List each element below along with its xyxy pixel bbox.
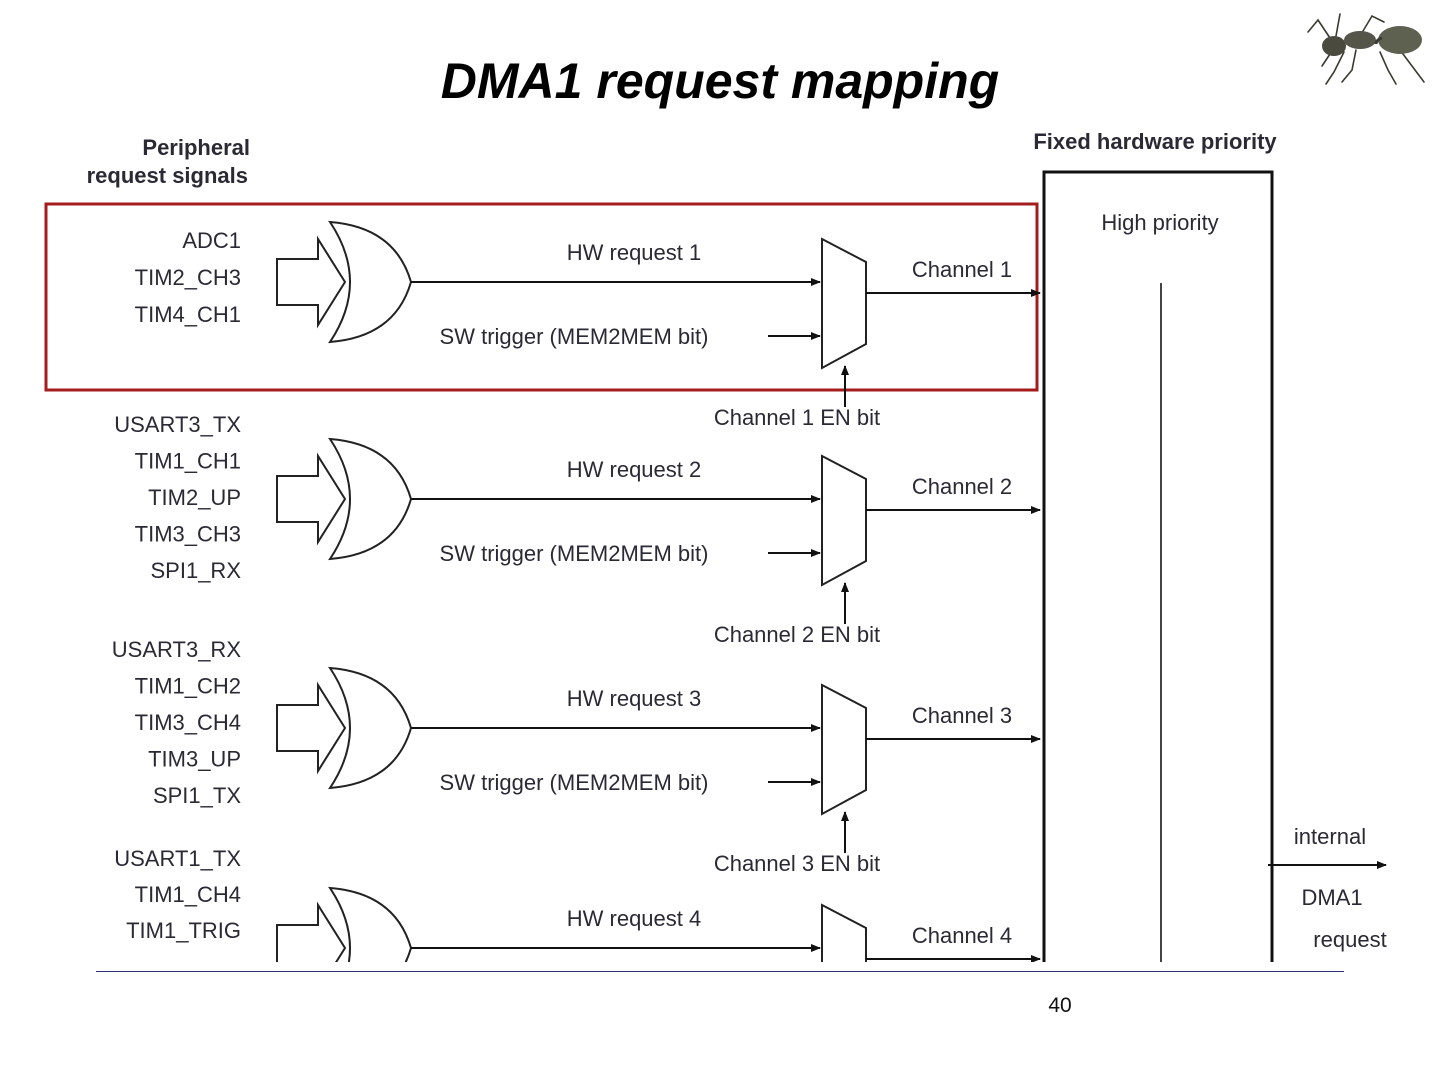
hw-request-label: HW request 1 [567,240,702,265]
or-gate-icon [328,437,413,561]
ant-icon [1307,13,1425,85]
or-gate-icon [328,220,413,344]
hw-request-label: HW request 4 [567,906,702,931]
dma-mapping-diagram: Peripheral request signals Fixed hardwar… [44,129,1387,962]
peripheral-signal: TIM1_CH2 [135,674,241,699]
priority-header: Fixed hardware priority [1033,129,1277,154]
mux-icon [821,903,867,962]
footer-divider [96,971,1344,972]
output-label-request: request [1313,927,1386,952]
peripheral-header-line2: request signals [87,163,248,188]
channel-label: Channel 2 [912,474,1012,499]
peripheral-signal: TIM3_UP [148,747,241,772]
sw-trigger-label: SW trigger (MEM2MEM bit) [440,324,709,349]
peripheral-signal: ADC1 [182,228,241,253]
peripheral-signal: TIM1_CH4 [135,882,241,907]
slide-title: DMA1 request mapping [440,53,1000,109]
bus-arrow-icon [276,901,347,962]
bus-arrow-icon [276,681,347,775]
channel-label: Channel 4 [912,923,1012,948]
peripheral-signal: TIM1_TRIG [126,918,241,943]
peripheral-signal: TIM1_CH1 [135,449,241,474]
peripheral-signal: TIM2_UP [148,485,241,510]
peripheral-signal: USART1_TX [114,846,241,871]
priority-block [1042,170,1274,962]
peripheral-signal: TIM2_CH3 [135,265,241,290]
channel-label: Channel 1 [912,257,1012,282]
high-priority-label: High priority [1101,210,1218,235]
bus-arrow-icon [276,235,347,329]
peripheral-signal: TIM3_CH4 [135,710,241,735]
mux-icon [821,683,867,816]
hw-request-label: HW request 3 [567,686,702,711]
en-bit-label: Channel 1 EN bit [714,405,880,430]
peripheral-signal: TIM4_CH1 [135,302,241,327]
peripheral-signal: USART3_TX [114,412,241,437]
or-gate-icon [328,666,413,790]
sw-trigger-label: SW trigger (MEM2MEM bit) [440,541,709,566]
or-gate-icon [328,886,413,962]
output-label-dma1: DMA1 [1301,885,1362,910]
en-bit-label: Channel 2 EN bit [714,622,880,647]
peripheral-header-line1: Peripheral [142,135,250,160]
en-bit-label: Channel 3 EN bit [714,851,880,876]
mux-icon [821,237,867,370]
peripheral-signal: TIM3_CH3 [135,522,241,547]
bus-arrow-icon [276,452,347,546]
page-number: 40 [1048,994,1072,1017]
channel-label: Channel 3 [912,703,1012,728]
output-label-internal: internal [1294,824,1366,849]
channel-1-highlight-box [44,202,1039,392]
sw-trigger-label: SW trigger (MEM2MEM bit) [440,770,709,795]
peripheral-signal: SPI1_TX [153,783,241,808]
mux-icon [821,454,867,587]
peripheral-signal: USART3_RX [112,637,242,662]
peripheral-signal: SPI1_RX [151,558,242,583]
hw-request-label: HW request 2 [567,457,702,482]
